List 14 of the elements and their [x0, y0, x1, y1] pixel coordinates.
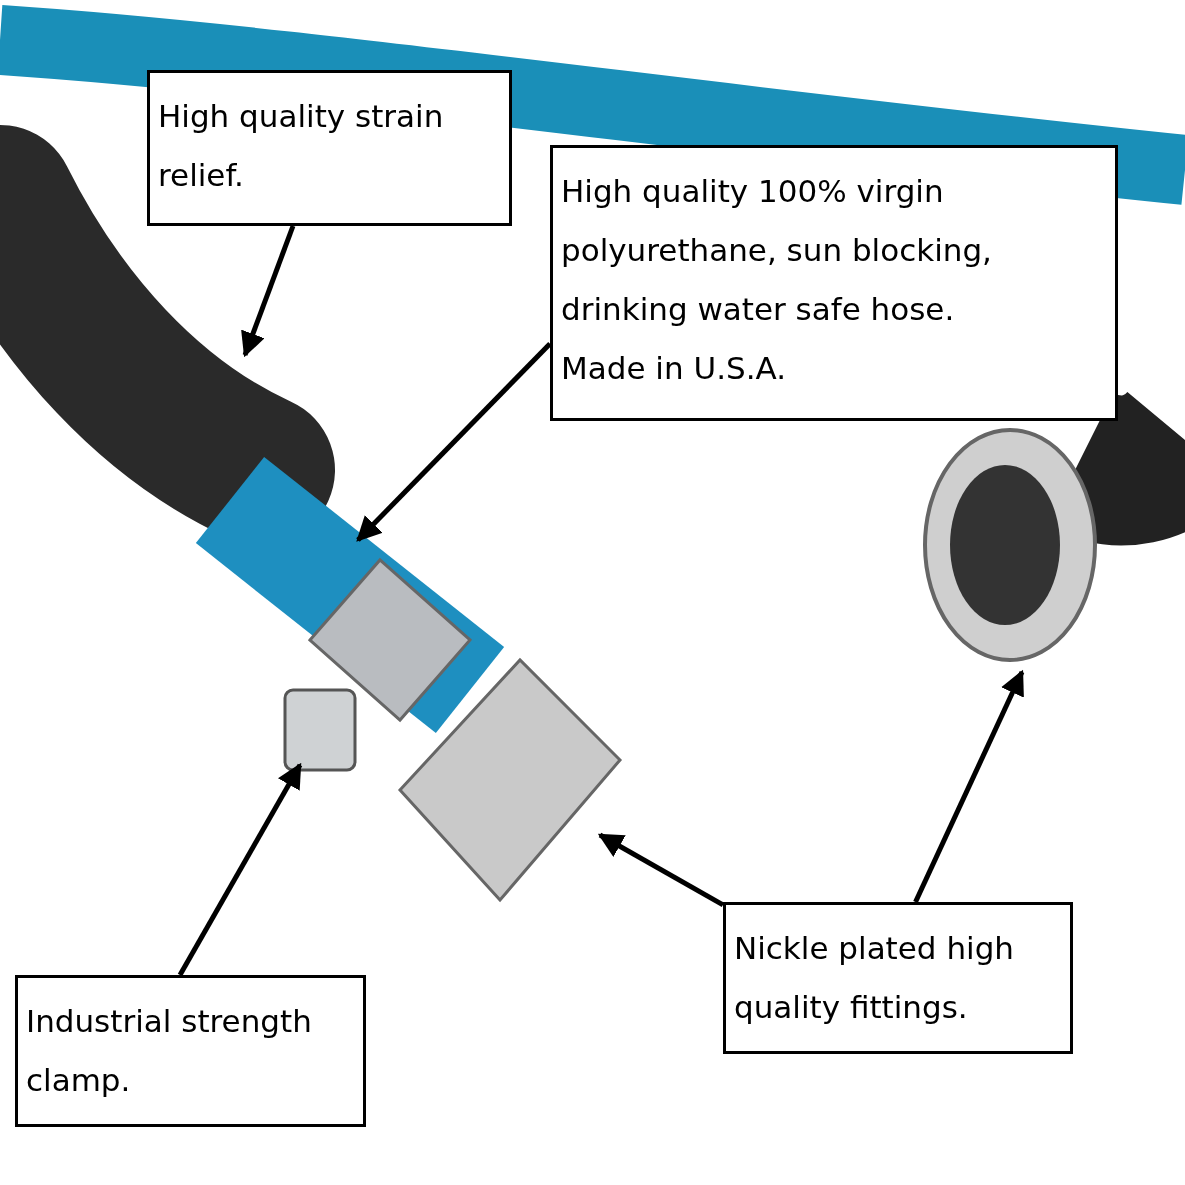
- leader-line: [356, 341, 552, 542]
- callout-text: Made in U.S.A.: [561, 348, 788, 388]
- callout-box: [147, 70, 512, 226]
- callout-text: Industrial strength clamp.: [26, 1002, 313, 1100]
- callout-box: [550, 145, 1118, 421]
- callout-box: [15, 975, 366, 1127]
- callout-text: Nickle plated high quality fittings.: [734, 929, 1015, 1027]
- leader-line: [177, 762, 303, 977]
- leader-line: [913, 669, 1025, 904]
- leader-line: [241, 225, 296, 358]
- leader-line: [597, 832, 725, 907]
- callout-box: [723, 902, 1073, 1054]
- callout-text: High quality 100% virgin polyurethane, sun blocking, drinking water safe hose.: [561, 172, 993, 329]
- callout-text: High quality strain relief.: [158, 97, 445, 195]
